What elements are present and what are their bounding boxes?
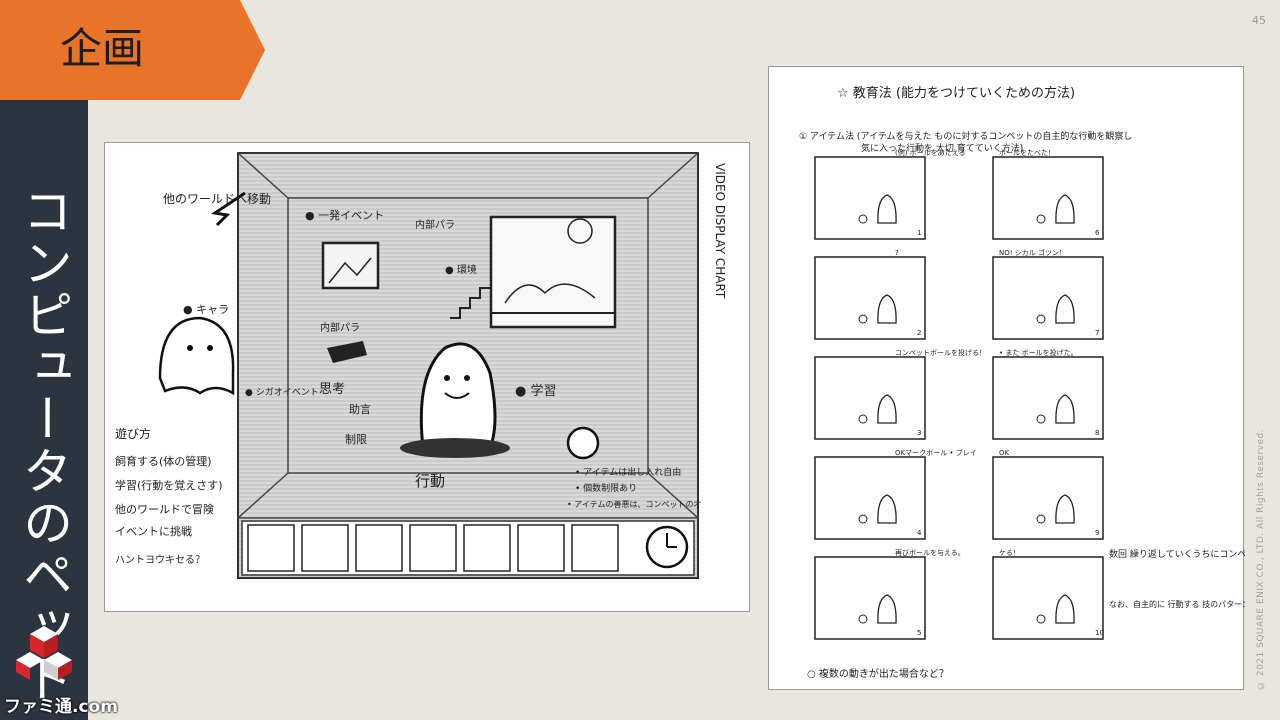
- storyboard-frame: [814, 556, 926, 640]
- storyboard: ☆ 教育法 (能力をつけていくための方法) ① アイテム法 (アイテムを与えた …: [799, 85, 1245, 680]
- storyboard-frame: [814, 256, 926, 340]
- ball-icon: [1036, 614, 1046, 624]
- note-b: なお、自主的に 行動する 技のパターンや、マスターするまでの回数は コンペットの…: [1109, 599, 1245, 609]
- pet-figure: [877, 594, 897, 624]
- frame-caption: • また ボールを投げた。: [999, 348, 1078, 357]
- ball-icon: [858, 414, 868, 424]
- frame-number: 6: [1095, 229, 1100, 237]
- copyright: © 2021 SQUARE ENIX CO., LTD. All Rights …: [1256, 428, 1266, 690]
- pet-figure: [1055, 294, 1075, 324]
- ball-icon: [1036, 514, 1046, 524]
- frame-number: 4: [917, 529, 922, 537]
- note-item-2: • 個数制限あり: [575, 482, 637, 494]
- frame-number: 8: [1095, 429, 1099, 437]
- note-ippatsu: ● 一発イベント: [305, 208, 384, 222]
- note-event-flag: ● シガオイベント: [245, 387, 319, 398]
- frame-caption: コンペットボールを投げる！: [895, 348, 986, 357]
- note-play-3: 他のワールドで冒険: [115, 503, 214, 516]
- note-play-5: ハントヨウキセる？: [115, 554, 205, 566]
- frame-caption: ?: [895, 249, 899, 257]
- note-naibu-para: 内部パラ: [320, 321, 360, 334]
- ball-icon: [1036, 414, 1046, 424]
- note-gakushu: ● 学習: [515, 383, 556, 399]
- note-kankyo: ● 環境: [445, 263, 477, 276]
- frame-caption: ボールをたべた！: [999, 149, 1055, 157]
- frame-number: 2: [917, 329, 921, 337]
- frame-number: 10: [1095, 629, 1104, 637]
- pet-figure: [1055, 594, 1075, 624]
- pet-figure: [1055, 194, 1075, 224]
- frame-number: 1: [917, 229, 921, 237]
- note-shikou: 思考: [319, 382, 345, 397]
- note-move-world: 他のワールドへ移動: [163, 192, 271, 206]
- pet-figure: [877, 494, 897, 524]
- note-jogen: 助言: [349, 402, 371, 416]
- room-sketch-image: 他のワールドへ移動 ● キャラ ● シガオイベント ● 一発イベント 内部パラ …: [104, 142, 750, 612]
- room-sketch: 他のワールドへ移動 ● キャラ ● シガオイベント ● 一発イベント 内部パラ …: [115, 152, 727, 579]
- sidebar: コンピュータのペット ファミ通.com: [0, 0, 118, 720]
- frame-caption: OKマークボール • プレイ: [895, 449, 977, 457]
- title-banner: [0, 0, 265, 100]
- pet-figure: [877, 294, 897, 324]
- pet-figure: [1055, 494, 1075, 524]
- note-item-1: • アイテムは出し入れ自由: [575, 466, 681, 478]
- note-seigen: 制限: [345, 433, 367, 446]
- storyboard-frame: [992, 356, 1104, 440]
- item-method-line1: ① アイテム法 (アイテムを与えた ものに対するコンペットの自主的な行動を観察し: [799, 130, 1132, 142]
- frame-number: 7: [1095, 329, 1099, 337]
- ball-icon: [858, 614, 868, 624]
- note-item-3: • アイテムの善悪は、コンペットの才: [567, 499, 701, 509]
- storyboard-frame: [992, 556, 1104, 640]
- side-label: VIDEO DISPLAY CHART: [713, 163, 727, 299]
- note-chara: ● キャラ: [183, 303, 229, 316]
- footer-note: ○ 複数の動きが出た場合など？: [807, 667, 949, 680]
- storyboard-frame: [992, 456, 1104, 540]
- storyboard-header: ☆ 教育法 (能力をつけていくための方法): [837, 85, 1075, 101]
- frame-number: 9: [1095, 529, 1099, 537]
- note-koudou: 行動: [415, 472, 445, 490]
- storyboard-frame: [814, 456, 926, 540]
- page-number: 45: [1252, 14, 1266, 27]
- logo-icon: [16, 626, 72, 680]
- note-asobikata: 遊び方: [115, 426, 151, 441]
- ball-icon: [1036, 214, 1046, 224]
- frame-number: 5: [917, 629, 921, 637]
- frame-caption: 再びボールを与える。: [895, 549, 965, 557]
- ball-icon: [858, 314, 868, 324]
- storyboard-frame: [814, 356, 926, 440]
- storyboard-frame: [992, 156, 1104, 240]
- frame-caption: ケる！: [999, 549, 1020, 557]
- pet-figure: [1055, 394, 1075, 424]
- storyboard-image: ☆ 教育法 (能力をつけていくための方法) ① アイテム法 (アイテムを与えた …: [768, 66, 1245, 690]
- vertical-title: コンピュータのペット: [15, 185, 73, 705]
- ball-icon: [1036, 314, 1046, 324]
- frame-caption: OK: [999, 449, 1010, 457]
- watermark: ファミ通.com: [4, 697, 118, 717]
- frame-caption: (例) ボールをあたえる: [895, 148, 965, 157]
- pet-figure: [877, 194, 897, 224]
- note-naibu: 内部パラ: [415, 218, 455, 231]
- note-play-1: 飼育する(体の管理): [115, 454, 212, 468]
- item-method-line2: 気に入った行動を 大切 育てていく方法): [861, 142, 1023, 154]
- pet-figure: [877, 394, 897, 424]
- note-play-4: イベントに挑戦: [115, 524, 192, 538]
- frame-caption: NO! シカル ゴツン！: [999, 248, 1066, 257]
- storyboard-frames: 1 (例) ボールをあたえる 2? 3 コンペットボールを投げる！ 4 OKマークボール •…: [814, 148, 1104, 640]
- slide-title: 企画: [60, 24, 145, 73]
- storyboard-frame: [814, 156, 926, 240]
- inventory-bar: [241, 520, 695, 576]
- frame-number: 3: [917, 429, 921, 437]
- ball-icon: [858, 514, 868, 524]
- ball-icon: [858, 214, 868, 224]
- note-play-2: 学習(行動を覚えさす): [115, 478, 223, 492]
- note-a: 数回 繰り返していくうちにコンペットは「ボールゲリ」をマスターする。: [1109, 548, 1245, 560]
- storyboard-frame: [992, 256, 1104, 340]
